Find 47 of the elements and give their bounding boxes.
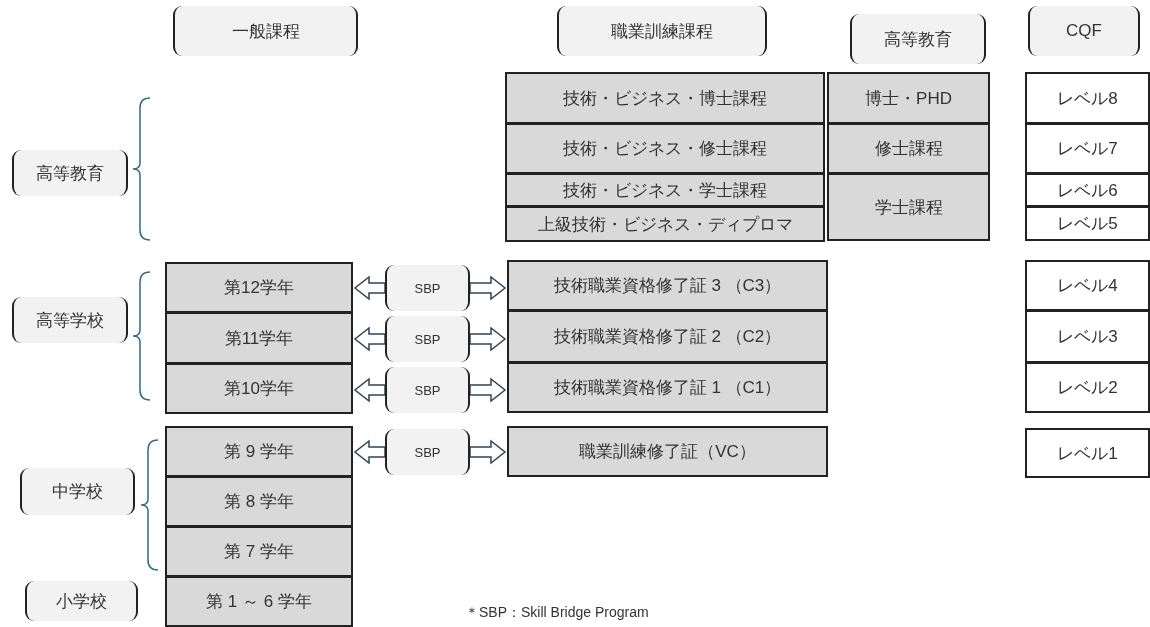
row-heading: 高等教育 [12, 150, 128, 196]
grade-box: 第 8 学年 [165, 476, 353, 527]
course-box: 上級技術・ビジネス・ディプロマ [505, 206, 825, 242]
column-heading: 職業訓練課程 [557, 6, 767, 56]
course-box: 技術・ビジネス・博士課程 [505, 72, 825, 124]
level-box: レベル7 [1025, 123, 1150, 174]
level-box: レベル5 [1025, 206, 1150, 241]
sbp-label: SBP [385, 429, 470, 475]
certificate-box: 技術職業資格修了証 1 （C1） [507, 362, 828, 413]
level-box: レベル3 [1025, 310, 1150, 363]
grade-box: 第 1 ～ 6 学年 [165, 576, 353, 627]
row-heading: 高等学校 [12, 297, 128, 343]
course-box: 技術・ビジネス・修士課程 [505, 123, 825, 174]
grade-box: 第12学年 [165, 262, 353, 313]
footnote: ＊SBP：Skill Bridge Program [465, 604, 649, 622]
column-heading: 高等教育 [850, 14, 986, 64]
block-arrow [469, 275, 507, 301]
sbp-label: SBP [385, 316, 470, 362]
sbp-label: SBP [385, 265, 470, 311]
course-box: 学士課程 [827, 173, 990, 241]
grade-box: 第 9 学年 [165, 426, 353, 477]
block-arrow [469, 377, 507, 403]
column-heading: 一般課程 [173, 6, 358, 56]
grade-box: 第11学年 [165, 312, 353, 364]
block-arrow [469, 326, 507, 352]
block-arrow [353, 275, 386, 301]
certificate-box: 技術職業資格修了証 3 （C3） [507, 260, 828, 311]
level-box: レベル2 [1025, 362, 1150, 413]
course-box: 博士・PHD [827, 72, 990, 124]
level-box: レベル6 [1025, 173, 1150, 207]
level-box: レベル4 [1025, 260, 1150, 311]
level-box: レベル1 [1025, 428, 1150, 478]
course-box: 修士課程 [827, 123, 990, 174]
block-arrow [353, 377, 386, 403]
column-heading: CQF [1028, 6, 1140, 56]
block-arrow [469, 439, 507, 465]
certificate-box: 職業訓練修了証（VC） [507, 426, 828, 477]
sbp-label: SBP [385, 367, 470, 413]
row-heading: 小学校 [25, 581, 138, 621]
level-box: レベル8 [1025, 72, 1150, 124]
course-box: 技術・ビジネス・学士課程 [505, 173, 825, 207]
certificate-box: 技術職業資格修了証 2 （C2） [507, 310, 828, 363]
grade-box: 第 7 学年 [165, 526, 353, 577]
block-arrow [353, 326, 386, 352]
block-arrow [353, 439, 386, 465]
grade-box: 第10学年 [165, 363, 353, 414]
row-heading: 中学校 [20, 468, 135, 515]
